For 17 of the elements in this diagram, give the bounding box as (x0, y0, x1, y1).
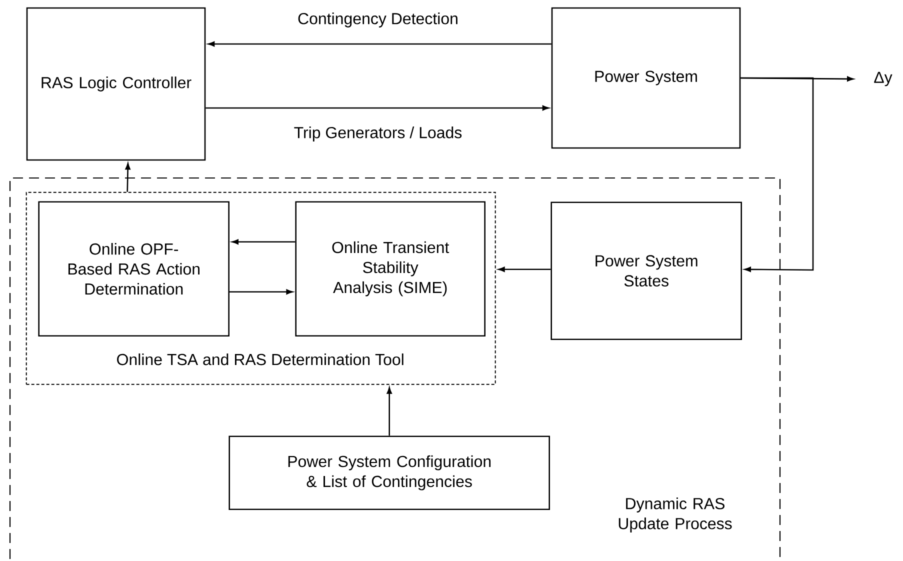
process-box: RAS Logic Controller (26, 7, 206, 161)
arrow (498, 266, 551, 272)
process-box: Online Transient Stability Analysis (SIME) (295, 201, 486, 336)
arrow (208, 41, 552, 47)
arrow (206, 105, 549, 111)
output-label: Δy (874, 72, 892, 86)
process-box: Power System Configuration & List of Contingencies (228, 436, 550, 510)
arrow (232, 239, 296, 244)
arrow (740, 77, 814, 272)
process-box: Online OPF-Based RAS Action Determination (38, 201, 230, 336)
edge-label: Trip Generators / Loads (292, 126, 464, 142)
process-box: Power System (551, 7, 741, 149)
arrow (386, 387, 392, 436)
arrow (230, 289, 293, 294)
edge-label: Contingency Detection (296, 12, 460, 28)
arrow (125, 162, 130, 192)
process-box: Power System States (550, 202, 742, 340)
